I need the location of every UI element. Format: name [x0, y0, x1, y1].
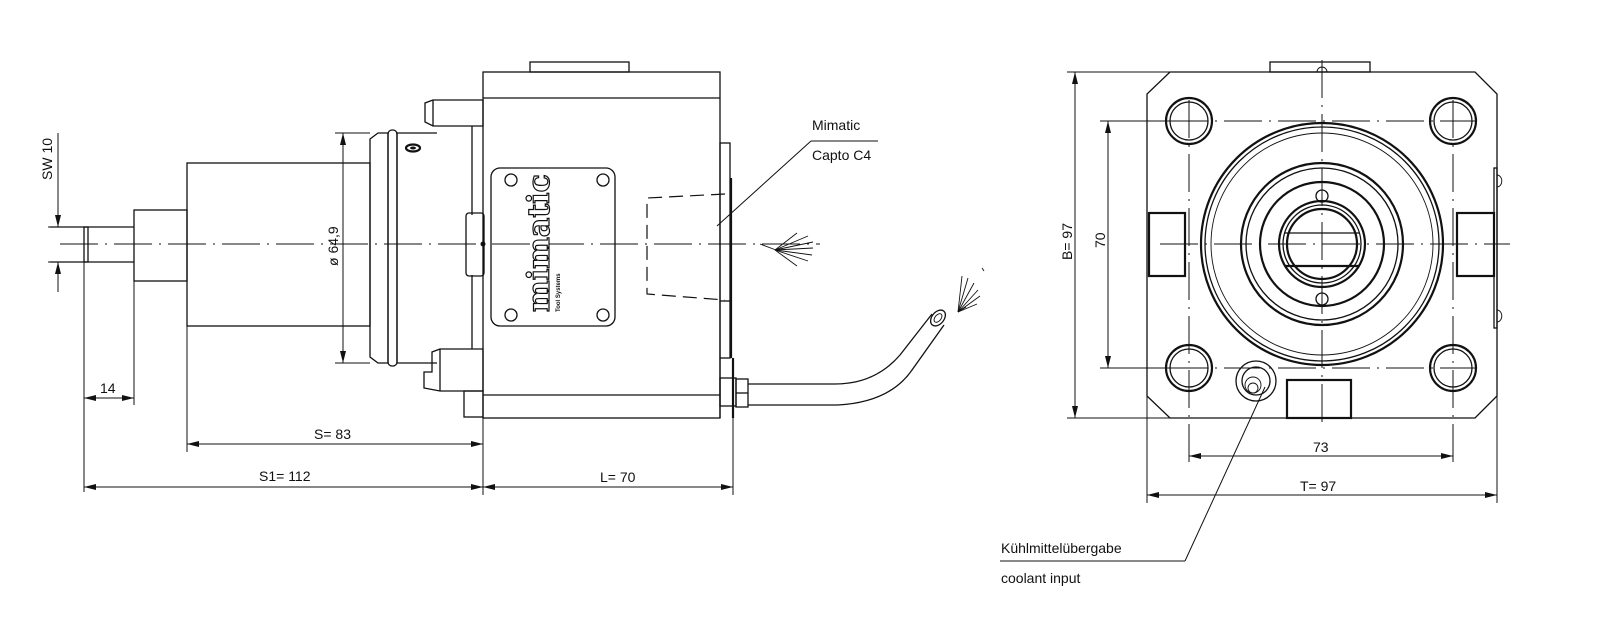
dim-shaft-length: 14 [83, 262, 135, 492]
bottom-key [1285, 378, 1353, 420]
top-key [529, 61, 630, 73]
front-body-outline [1146, 71, 1498, 419]
dim-B-label: B= 97 [1059, 223, 1075, 260]
front-top-key [1269, 61, 1371, 73]
coolant-hose [748, 309, 947, 406]
logo-text: mimatic [522, 174, 557, 312]
dim-S1: S1= 112 [84, 468, 483, 490]
dim-sw-label: SW 10 [39, 138, 55, 180]
logo-plate: mimatic Tool Systems [490, 167, 616, 327]
callout-coolant-en: coolant input [1001, 570, 1081, 586]
right-key [1455, 211, 1496, 278]
dim-70-label: 70 [1092, 232, 1108, 248]
dim-S: S= 83 [186, 326, 484, 495]
coolant-spray-icon [759, 232, 814, 267]
callout-model: Capto C4 [812, 147, 871, 163]
coolant-port-icon [1235, 360, 1277, 402]
capto-socket-hidden [646, 193, 726, 301]
capto-callout: Mimatic Capto C4 [716, 117, 878, 227]
upper-stud [424, 99, 484, 215]
dim-bolt-horizontal: 73 [1189, 439, 1453, 459]
left-key [1147, 211, 1187, 278]
coolant-callout: Kühlmittelübergabe coolant input [1000, 386, 1266, 586]
dim-bolt-vertical: 70 [1092, 120, 1170, 369]
coolant-fitting [719, 377, 749, 408]
dim-73-label: 73 [1313, 439, 1329, 455]
dim-S-label: S= 83 [314, 426, 351, 442]
flange [369, 129, 437, 367]
front-view: Kühlmittelübergabe coolant input B= 97 7… [1000, 60, 1510, 586]
dim-T-label: T= 97 [1300, 478, 1336, 494]
logo-tagline: Tool Systems [556, 273, 562, 312]
shaft-collar [133, 209, 188, 282]
dim-wrench-size: SW 10 [39, 133, 70, 292]
spindle-rings [1199, 121, 1445, 367]
side-view: mimatic Tool Systems [39, 61, 985, 495]
callout-coolant-de: Kühlmittelübergabe [1001, 540, 1122, 556]
bolt-holes [1164, 96, 1478, 393]
dim-B: B= 97 [1059, 71, 1170, 419]
dim-flange-diameter: ø 64,9 [325, 132, 370, 364]
dim-T: T= 97 [1146, 396, 1498, 503]
dim-L-label: L= 70 [600, 469, 636, 485]
capto-front-plate [719, 142, 735, 418]
lower-stud [423, 275, 484, 418]
main-housing [482, 61, 721, 419]
dim-14-label: 14 [100, 380, 116, 396]
dim-S1-label: S1= 112 [259, 468, 311, 484]
callout-brand: Mimatic [812, 117, 860, 133]
dim-L: L= 70 [483, 418, 734, 495]
hose-spray-icon [957, 275, 981, 313]
dim-diameter-label: ø 64,9 [325, 226, 341, 266]
